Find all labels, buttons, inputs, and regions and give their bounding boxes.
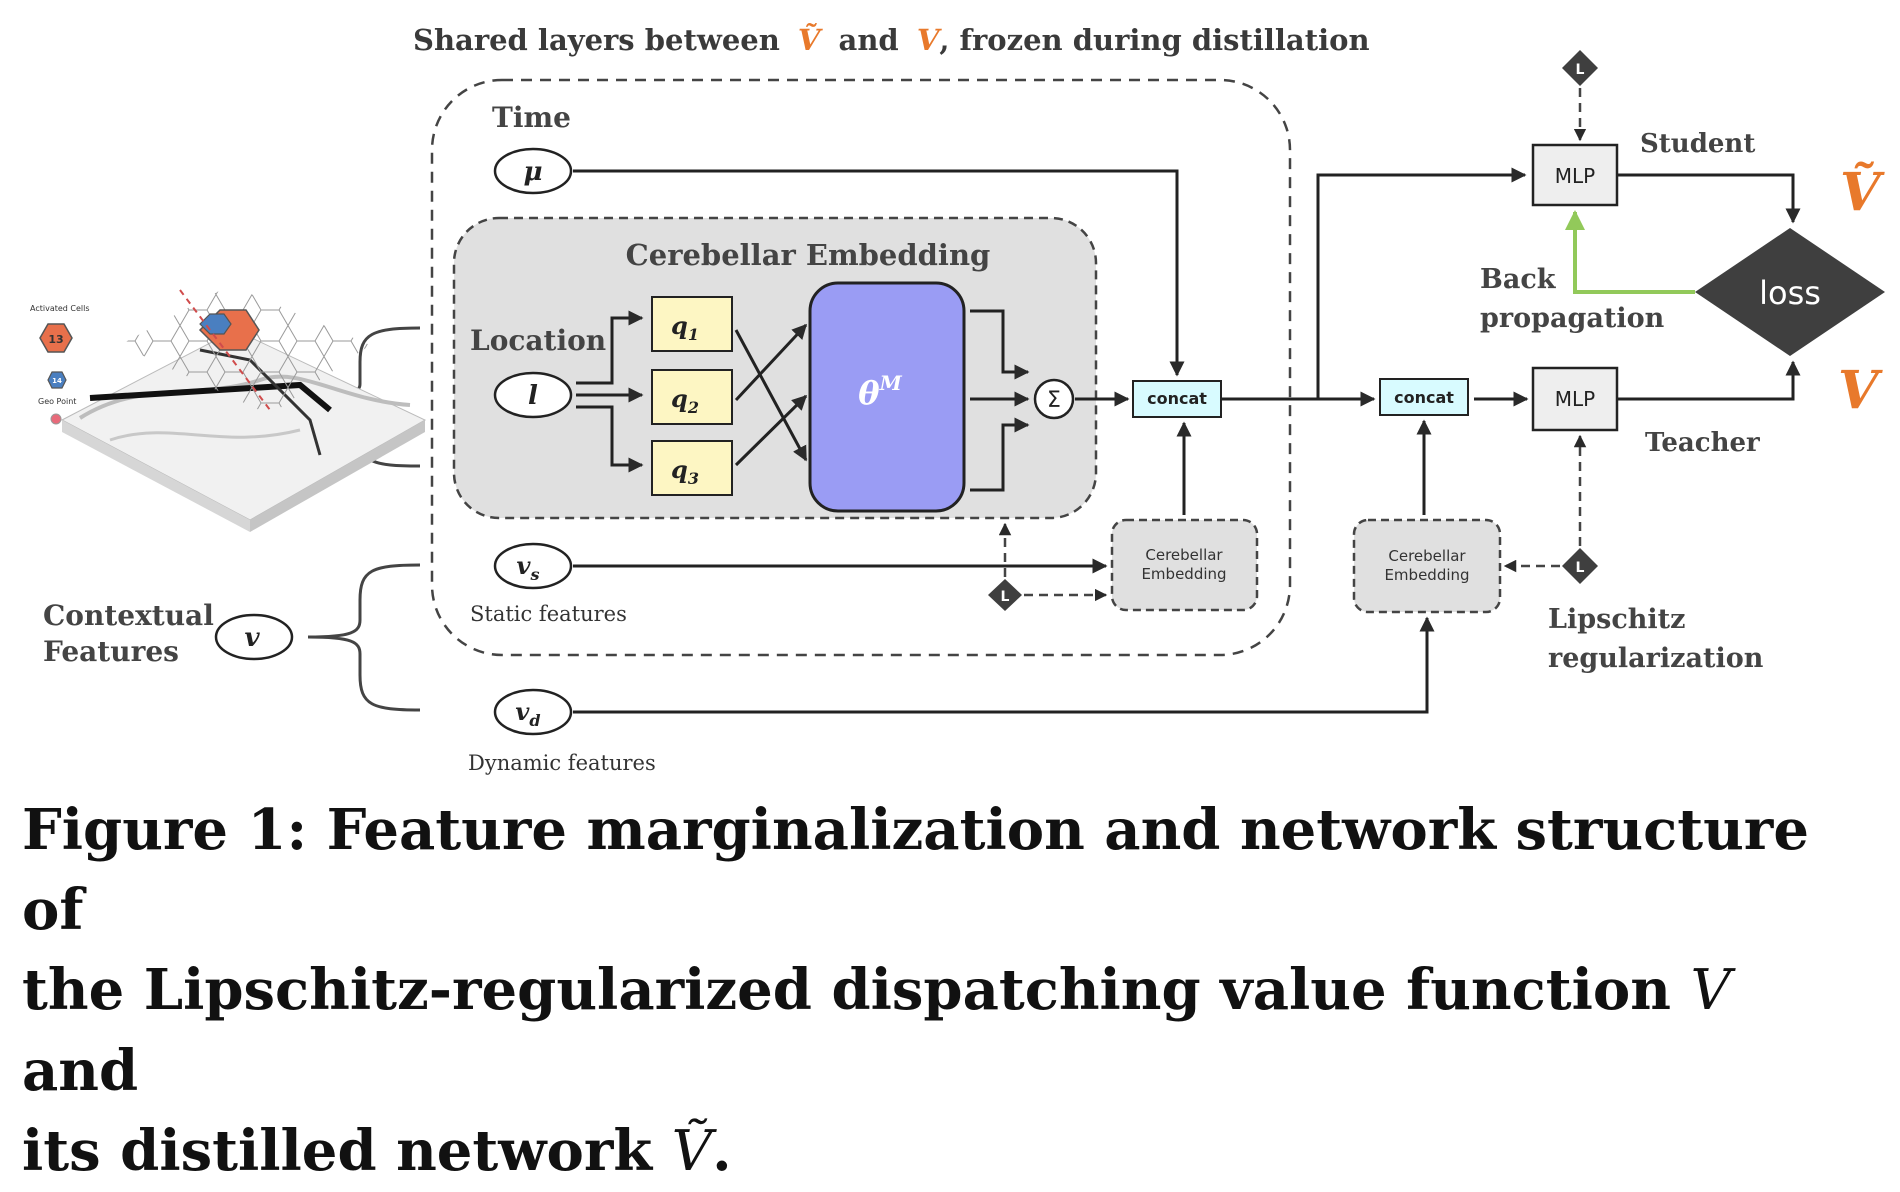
contextual-label-line1: Contextual [43,599,214,632]
cerebellar-embedding-title: Cerebellar Embedding [626,238,991,272]
static-features-label: Static features [470,602,627,626]
backprop-arrow [1565,210,1695,294]
title-and: and [839,23,899,57]
backprop-label-line1: Back [1480,264,1557,295]
concat-box-teacher [1379,378,1469,416]
hex-cell-14 [47,371,67,389]
mu-node [493,147,573,195]
caption-and: and [22,1038,139,1104]
q2-label: q2 [671,384,699,417]
figure-caption: Figure 1: Feature marginalization and ne… [22,790,1852,1192]
arrow-theta-sigma-bottom [970,417,1030,492]
concat-box-shared [1132,380,1222,418]
contextual-brace [307,563,421,712]
vs-node [493,542,573,590]
lipschitz-label-line2: regularization [1548,643,1764,674]
vd-node [493,688,573,736]
q2-box [651,369,733,425]
lipschitz-token-student-label: L [1576,62,1585,78]
shared-layers-region [430,78,1292,657]
caption-line-2-text: the Lipschitz-regularized dispatching va… [22,957,1671,1023]
static-ce-line2: Embedding [1141,565,1226,583]
teacher-mlp-label: MLP [1555,387,1595,411]
arrow-q3-theta [734,394,808,467]
arrow-mu-concat [573,169,1185,377]
geo-point-marker [50,413,62,425]
caption-line-2: the Lipschitz-regularized dispatching va… [22,950,1852,1111]
mu-symbol: μ [523,157,542,187]
activated-cells-label: Activated Cells [30,304,90,313]
arrow-theta-sigma-top [970,309,1030,380]
l-node [493,371,573,419]
theta-memory-block [808,281,966,513]
caption-line-1: Figure 1: Feature marginalization and ne… [22,797,1809,943]
theta-label: θM [858,371,902,412]
dynamic-features-label: Dynamic features [468,751,656,775]
caption-v-symbol: V [1690,958,1731,1023]
sum-node [1033,378,1075,420]
title-suffix: , frozen during distillation [939,23,1369,57]
lipschitz-label-line1: Lipschitz [1548,604,1685,635]
q3-label: q3 [671,455,699,488]
arrow-q2-theta-up [734,323,808,402]
loss-node [1695,228,1885,356]
geo-map-illustration: Activated Cells 13 14 Geo Point [30,285,427,532]
title-v-tilde: Ṽ [798,22,823,57]
time-label: Time [492,101,571,134]
caption-line-3-text: its distilled network [22,1118,653,1184]
student-mlp-label: MLP [1555,164,1595,188]
output-v-tilde: Ṽ [1840,161,1885,223]
vs-symbol: vs [517,551,540,584]
lipschitz-token-student [1562,50,1598,86]
lipschitz-token-shared-label: L [1001,589,1010,605]
q1-label: q1 [671,311,699,344]
title-prefix: Shared layers between [413,23,780,57]
dynamic-cerebellar-embedding [1352,518,1502,614]
caption-period: . [712,1118,732,1184]
arrow-teacher-loss [1617,360,1801,401]
arrow-student-loss [1617,173,1801,224]
l-symbol: l [528,381,538,411]
concat-label-teacher: concat [1394,388,1454,407]
sum-symbol: Σ [1047,388,1061,413]
arrow-l-q1 [576,310,644,385]
dynamic-ce-line2: Embedding [1384,566,1469,584]
location-label: Location [470,324,606,357]
shared-layers-title: Shared layers between Ṽ and V, frozen du… [413,22,1370,57]
static-cerebellar-embedding [1110,518,1259,612]
student-label: Student [1640,129,1755,159]
title-v: V [917,23,942,57]
arrow-to-student-mlp [1316,167,1527,399]
cell-13-label: 13 [48,333,63,346]
caption-line-3: its distilled network Ṽ. [22,1111,1852,1192]
loss-label: loss [1759,274,1821,312]
geo-point-label: Geo Point [38,397,76,406]
lipschitz-token-shared [988,579,1022,611]
q3-box [651,440,733,496]
contextual-label-line2: Features [43,635,179,668]
teacher-label: Teacher [1645,428,1760,458]
arrow-l-q3 [576,405,644,473]
arrow-q1-theta [734,329,808,462]
output-v: V [1838,360,1883,421]
vd-symbol: vd [515,697,540,730]
cell-14-label: 14 [52,377,62,385]
lipschitz-token-teacher-label: L [1576,560,1585,576]
lipschitz-token-teacher [1562,548,1598,584]
static-ce-line1: Cerebellar [1145,546,1223,564]
concat-label-shared: concat [1147,389,1207,408]
caption-v-tilde-symbol: Ṽ [671,1119,713,1184]
contextual-v-node [214,613,294,661]
q1-box [651,296,733,352]
arrow-vd-dynamic-ce [573,616,1435,714]
hex-cell-13 [39,323,73,353]
backprop-label-line2: propagation [1480,303,1665,334]
dynamic-ce-line1: Cerebellar [1388,547,1466,565]
teacher-mlp [1531,366,1619,432]
contextual-v-symbol: v [244,623,260,653]
diagram-canvas: Shared layers between Ṽ and V, frozen du… [30,22,1885,775]
